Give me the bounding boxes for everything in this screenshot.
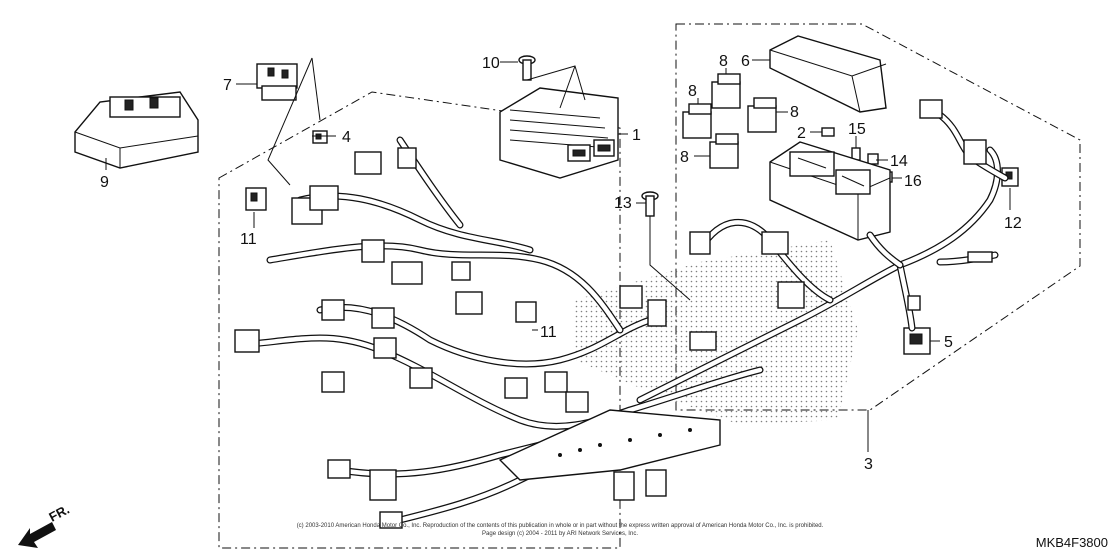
part-6-fuse-box-cover[interactable] xyxy=(769,35,887,113)
callout-8-top[interactable]: 8 xyxy=(719,53,728,70)
front-arrow-icon xyxy=(18,522,56,548)
part-1-regulator-rectifier[interactable] xyxy=(499,87,619,179)
part-11-clip-left[interactable] xyxy=(245,187,267,211)
part-10-bolt[interactable] xyxy=(518,55,536,81)
part-7-bracket-lines xyxy=(267,57,313,186)
part-13-leader xyxy=(649,216,691,301)
callout-8-left[interactable]: 8 xyxy=(688,83,697,100)
part-9-connector-box[interactable] xyxy=(74,91,199,169)
callout-4[interactable]: 4 xyxy=(342,129,351,146)
callout-3[interactable]: 3 xyxy=(864,456,873,473)
part-8-relay-mid[interactable] xyxy=(747,97,777,133)
callout-8-mid[interactable]: 8 xyxy=(790,104,799,121)
part-8-relay-left[interactable] xyxy=(682,103,712,139)
part-10-bracket-2 xyxy=(559,65,576,109)
callout-14[interactable]: 14 xyxy=(890,153,908,170)
part-14-fuse[interactable] xyxy=(867,153,879,165)
harness-main-sheath[interactable] xyxy=(498,409,721,481)
front-direction-arrow: FR. xyxy=(18,502,72,548)
part-8-relay-bottom[interactable] xyxy=(709,133,739,169)
callout-10[interactable]: 10 xyxy=(482,55,500,72)
callout-9[interactable]: 9 xyxy=(100,174,109,191)
harness-connector-group[interactable] xyxy=(234,99,993,529)
harness-group-boundary xyxy=(218,91,621,549)
part-7-bracket-lines-2 xyxy=(311,57,321,121)
callout-labels: 1 2 3 4 5 6 7 8 8 8 8 9 10 11 11 12 13 1… xyxy=(100,53,1022,473)
front-label: FR. xyxy=(46,502,72,525)
copyright-line-2: Page design (c) 2004 - 2011 by ARI Netwo… xyxy=(482,531,638,537)
callout-11-right[interactable]: 11 xyxy=(540,324,557,341)
callout-6[interactable]: 6 xyxy=(741,53,750,70)
copyright-line-1: (c) 2003-2010 American Honda Motor Co., … xyxy=(297,523,824,529)
part-7-relay-connector[interactable] xyxy=(256,63,298,101)
diagram-code: MKB4F3800 xyxy=(1036,535,1108,550)
part-4-clip[interactable] xyxy=(312,130,328,144)
callout-13[interactable]: 13 xyxy=(614,195,632,212)
part-5-connector[interactable] xyxy=(903,327,931,355)
upper-right-group-boundary xyxy=(675,23,1081,411)
callout-7[interactable]: 7 xyxy=(223,77,232,94)
part-8-relay-top[interactable] xyxy=(711,73,741,109)
callout-12[interactable]: 12 xyxy=(1004,215,1022,232)
callout-1[interactable]: 1 xyxy=(632,127,641,144)
callout-5[interactable]: 5 xyxy=(944,334,953,351)
callout-11-left[interactable]: 11 xyxy=(240,231,257,248)
callout-2[interactable]: 2 xyxy=(797,125,806,142)
callout-16[interactable]: 16 xyxy=(904,173,922,190)
part-2-fuse[interactable] xyxy=(821,127,835,137)
fuse-box-body[interactable] xyxy=(769,141,891,241)
callout-15[interactable]: 15 xyxy=(848,121,866,138)
part-13-bolt[interactable] xyxy=(641,191,659,217)
callout-8-bottom[interactable]: 8 xyxy=(680,149,689,166)
leader-lines xyxy=(105,59,1011,452)
